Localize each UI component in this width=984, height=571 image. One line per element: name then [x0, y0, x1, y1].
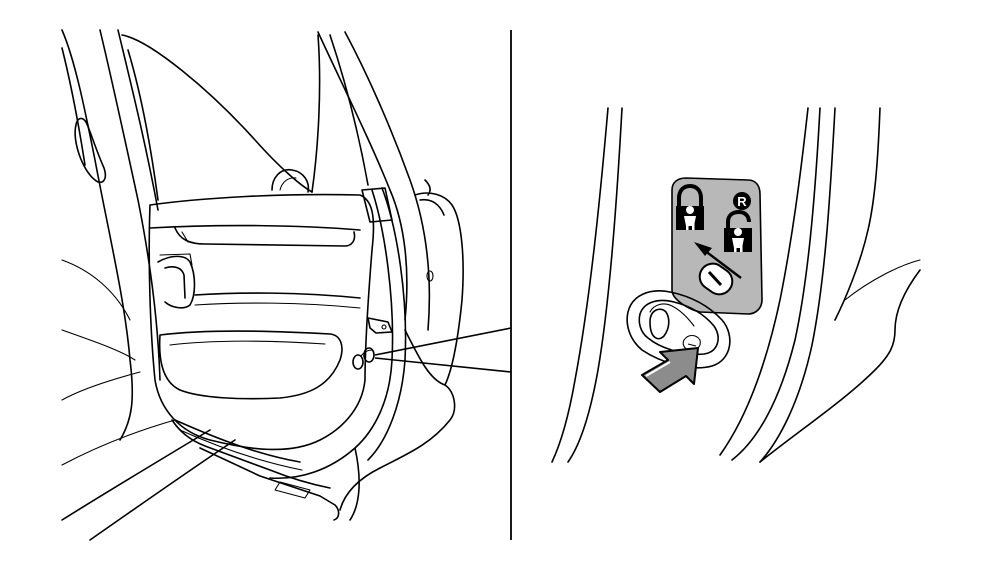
locked-child-icon: [676, 183, 704, 230]
diagonal-arrow-icon: [694, 242, 742, 279]
door-outer-edge: [171, 187, 456, 521]
callout-lines: [374, 327, 512, 373]
door-edge-curves: [551, 107, 921, 463]
rear-r-badge-icon: R: [733, 192, 751, 210]
child-lock-label: R: [671, 177, 763, 315]
child-lock-closeup: R: [551, 107, 921, 463]
rear-badge-letter: R: [737, 194, 747, 209]
open-rear-door-view: [61, 29, 464, 541]
unlocked-child-icon: [724, 209, 752, 252]
car-body-outline: [61, 29, 236, 541]
push-arrow-icon: [641, 347, 699, 393]
key-slot-icon: [698, 262, 734, 296]
door-window: [121, 34, 369, 201]
child-lock-slot: [626, 290, 731, 369]
door-pillar: [317, 31, 464, 386]
door-inner-panel: [148, 193, 393, 471]
